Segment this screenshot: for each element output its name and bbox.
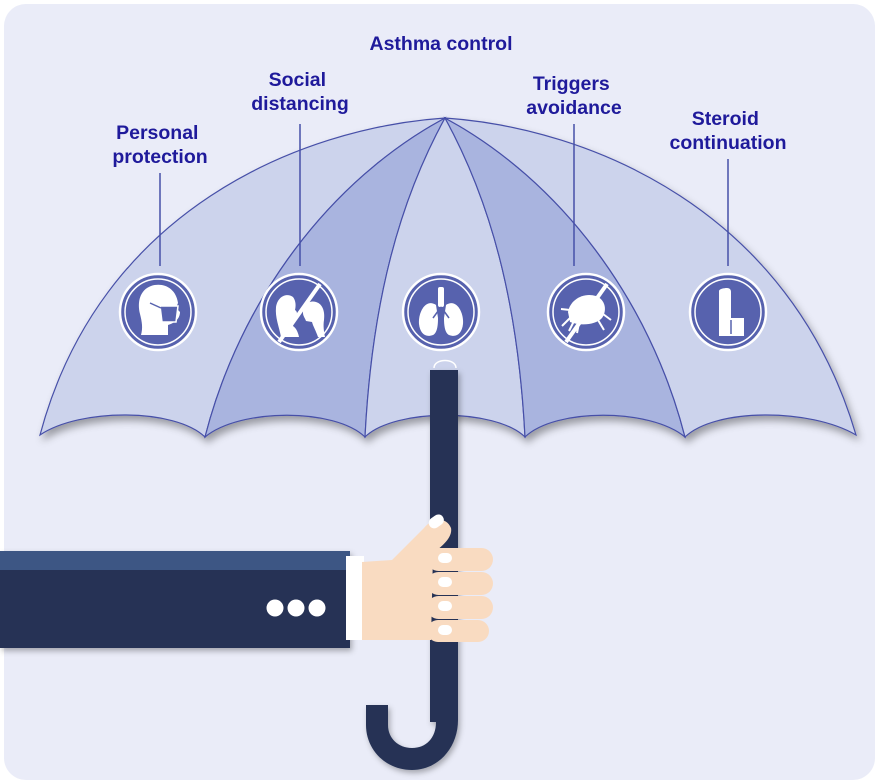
cuff-button-1 [266, 599, 284, 617]
canopy-panel-5 [444, 117, 858, 439]
label-personal-protection: Personal protection [112, 122, 207, 168]
sleeve-stripe [0, 551, 350, 570]
label-triggers-avoidance-line-2: avoidance [526, 97, 622, 119]
cuff-button-2 [287, 599, 305, 617]
inhaler-icon [688, 272, 768, 352]
umbrella-handle [366, 359, 458, 770]
label-social-distancing-line-2: distancing [251, 93, 349, 115]
fingernail-1 [438, 553, 452, 563]
lungs-icon [401, 272, 481, 352]
fingernail-2 [438, 577, 452, 587]
label-asthma-control: Asthma control [369, 33, 512, 55]
finger-2 [427, 572, 493, 595]
handle-shaft [366, 370, 458, 770]
face-mask-icon [118, 272, 198, 352]
label-social-distancing: Social distancing [251, 69, 349, 115]
label-steroid-continuation: Steroid continuation [670, 108, 787, 154]
finger-4 [427, 620, 489, 642]
no-dust-mite-icon [546, 272, 626, 352]
no-social-contact-icon [259, 272, 339, 352]
label-connectors [159, 124, 729, 266]
cuff-button-3 [308, 599, 326, 617]
label-personal-protection-line-2: protection [112, 146, 207, 168]
label-social-distancing-line-1: Social [269, 69, 326, 91]
fingernail-4 [438, 625, 452, 635]
handle-tip [433, 359, 457, 369]
shirt-cuff [346, 556, 364, 640]
label-triggers-avoidance: Triggers avoidance [526, 73, 622, 119]
finger-3 [427, 596, 493, 619]
hand-with-sleeve [0, 514, 493, 648]
label-steroid-continuation-line-1: Steroid [692, 108, 759, 130]
thumbnail [428, 514, 444, 529]
label-triggers-avoidance-line-1: Triggers [533, 73, 610, 95]
finger-1 [427, 548, 493, 571]
fingernail-3 [438, 601, 452, 611]
label-personal-protection-line-1: Personal [116, 122, 198, 144]
label-steroid-continuation-line-2: continuation [670, 132, 787, 154]
